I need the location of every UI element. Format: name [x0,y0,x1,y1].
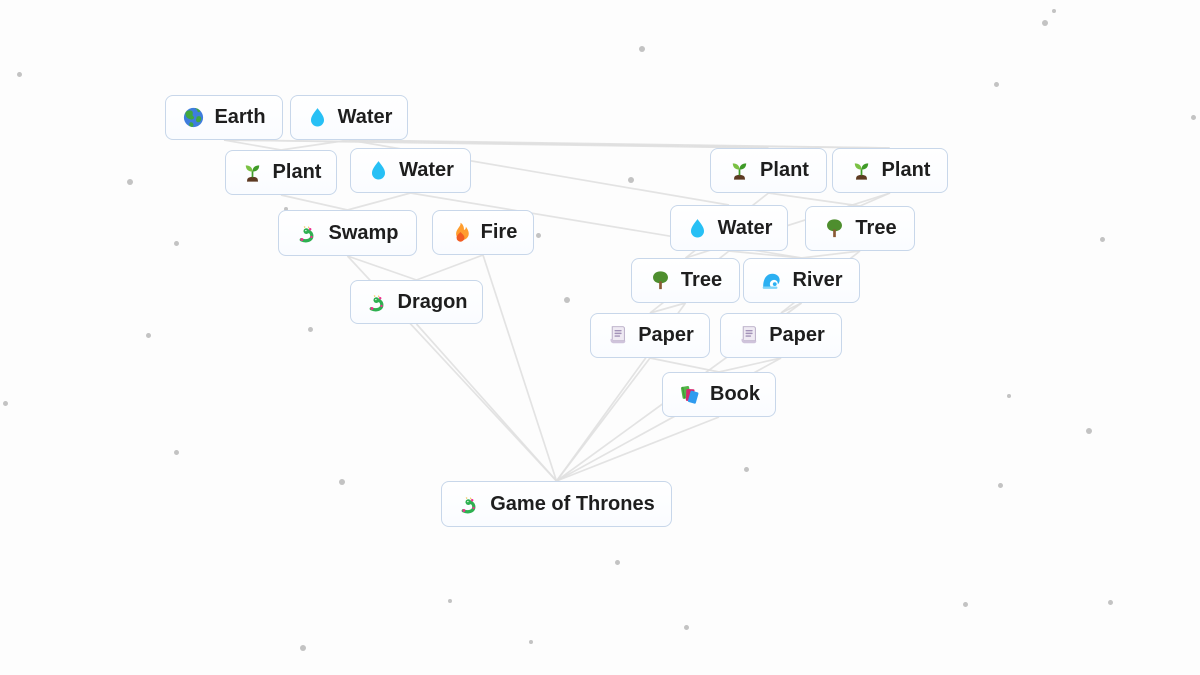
element-label: Book [710,383,760,405]
element-label: Dragon [397,290,468,313]
water-icon [367,159,390,182]
background-dot [284,207,288,211]
background-dot [173,449,179,455]
element-label: Swamp [328,221,399,244]
background-dot [448,599,452,603]
background-dot [743,466,749,472]
element-dragon[interactable]: Dragon [350,280,483,324]
element-label: Game of Thrones [490,492,655,515]
background-dot [1042,20,1048,26]
background-dot [1086,428,1092,434]
paper-icon [737,324,760,347]
element-label: Water [337,106,393,128]
element-label: Plant [881,159,931,181]
plant-icon [850,159,873,182]
book-icon [678,383,701,406]
element-river[interactable]: River [743,258,860,303]
element-water[interactable]: Water [350,148,471,193]
fire-icon [449,221,472,244]
background-dot [535,232,541,238]
element-plant[interactable]: Plant [710,148,827,193]
background-dot [1099,236,1105,242]
background-dot [1007,394,1011,398]
element-water[interactable]: Water [290,95,408,140]
element-label: Plant [272,161,322,183]
water-icon [686,217,709,240]
background-dot [2,400,8,406]
background-dot [529,640,533,644]
background-dot [127,179,133,185]
background-dot [683,624,689,630]
background-dot [173,240,179,246]
earth-icon [182,106,205,129]
element-water[interactable]: Water [670,205,788,251]
element-game-of-thrones[interactable]: Game of Thrones [441,481,672,527]
background-dot [145,332,151,338]
element-swamp[interactable]: Swamp [278,210,417,256]
river-icon [760,269,783,292]
element-label: Paper [769,324,825,346]
water-icon [306,106,329,129]
plant-icon [728,159,751,182]
element-label: Water [399,159,454,181]
background-dot [307,326,313,332]
element-paper[interactable]: Paper [590,313,710,358]
element-label: Plant [760,159,809,181]
dragon-icon [296,222,319,245]
element-plant[interactable]: Plant [832,148,948,193]
element-label: Earth [214,106,266,128]
background-dot [339,479,345,485]
background-dot [16,71,22,77]
dragon-icon [366,291,389,314]
background-dot [1190,114,1196,120]
element-label: Tree [855,217,897,239]
element-label: Fire [480,221,518,243]
element-fire[interactable]: Fire [432,210,534,255]
element-label: River [792,269,843,291]
element-tree[interactable]: Tree [805,206,915,251]
element-label: Paper [638,324,694,346]
background-dot [614,559,620,565]
background-dot [300,645,306,651]
background-dot [993,81,999,87]
background-dot [564,297,570,303]
element-earth[interactable]: Earth [165,95,283,140]
plant-icon [241,161,264,184]
dragon-icon [458,493,481,516]
paper-icon [606,324,629,347]
background-dot [997,482,1003,488]
tree-icon [823,217,846,240]
element-tree[interactable]: Tree [631,258,740,303]
element-label: Tree [680,269,723,291]
element-paper[interactable]: Paper [720,313,842,358]
background-dot [1107,599,1113,605]
tree-icon [649,269,672,292]
element-plant[interactable]: Plant [225,150,337,195]
background-dot [962,601,968,607]
background-dot [628,177,634,183]
background-dot [639,46,645,52]
element-label: Water [717,216,773,239]
element-book[interactable]: Book [662,372,776,417]
background-dot [1052,9,1056,13]
